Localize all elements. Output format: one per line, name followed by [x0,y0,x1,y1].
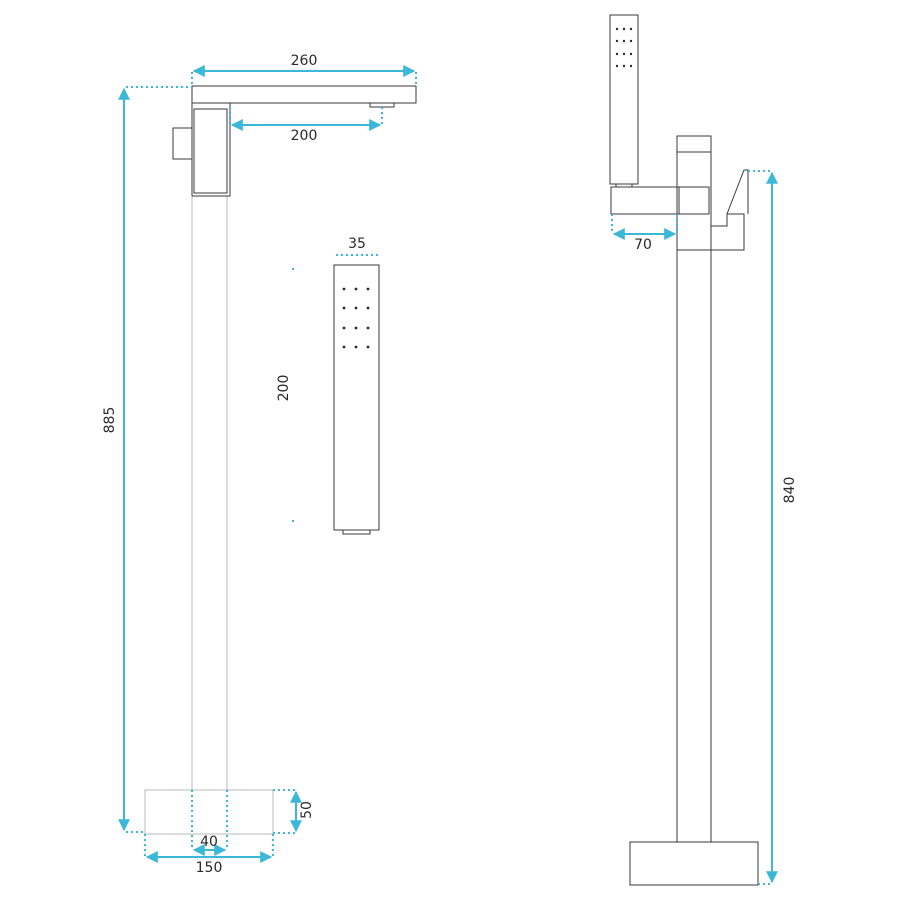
dim-40-label: 40 [200,834,218,850]
side-handset-nozzles [615,27,633,68]
mixer-body-inner [193,108,228,194]
side-mixer-body [676,151,712,251]
lever-base [710,213,745,251]
handset-detail: 35 200 [276,236,380,535]
dim-70-label: 70 [634,237,652,253]
mixer-body [191,102,231,197]
handset-holder-arm [610,186,680,215]
dim-35-label: 35 [348,236,366,252]
base-plate [144,789,274,835]
dim-150-label: 150 [196,860,223,876]
side-base [629,841,759,886]
column-cap [676,135,712,153]
front-view: 260 200 885 50 40 150 [102,53,417,876]
side-holder-joint [678,186,710,215]
handset-body [333,264,380,531]
dim-885-label: 885 [102,407,118,434]
side-view: 70 840 [609,14,798,886]
dim-840-label: 840 [782,477,798,504]
lever-handle [726,169,749,215]
dim-50-label: 50 [299,801,315,819]
spout-outlet [369,102,395,108]
dim-handset-length-label: 200 [276,375,292,402]
dim-reach-label: 200 [291,128,318,144]
handle-knob [172,127,193,160]
dim-260-label: 260 [291,53,318,69]
spout-body [191,85,417,104]
handset-connector [342,529,371,535]
handset-nozzles [342,287,370,349]
